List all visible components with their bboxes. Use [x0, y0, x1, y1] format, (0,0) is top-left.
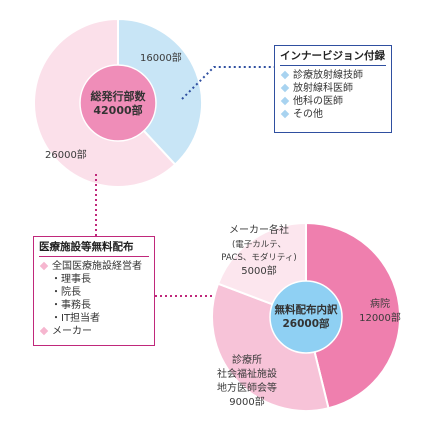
list-item: 診療放射線技師 [280, 69, 386, 82]
diamond-bullet-icon [39, 261, 49, 270]
list-item: その他 [280, 108, 386, 121]
clinic-label-3: 地方医師会等 [217, 381, 277, 394]
connector-top-to-inner-box [181, 66, 274, 100]
clinic-label-1: 診療所 [232, 353, 262, 366]
list-item-text: ・事務長 [51, 300, 91, 311]
diamond-bullet-icon [280, 109, 290, 118]
list-item-text: その他 [293, 109, 323, 120]
top-center-title: 総発行部数 [91, 89, 147, 103]
inner-vision-title: インナービジョン付録 [280, 49, 386, 66]
bottom-center-value: 26000部 [282, 317, 330, 330]
free-distribution-box: 医療施設等無料配布 全国医療施設経営者 ・理事長 ・院長 ・事務長 ・IT担当者… [33, 236, 155, 346]
diamond-bullet-icon [280, 70, 290, 79]
list-item-text: ・IT担当者 [51, 313, 101, 324]
hospital-label: 病院 [370, 297, 390, 310]
list-item-text: ・理事長 [51, 274, 91, 285]
list-item-text: ・院長 [51, 287, 81, 298]
diamond-bullet-icon [280, 83, 290, 92]
inner-vision-box: インナービジョン付録 診療放射線技師 放射線科医師 他科の医師 その他 [274, 45, 392, 133]
diamond-bullet-icon [39, 326, 49, 335]
maker-label-3: PACS、モダリティ) [221, 252, 296, 263]
list-item-text: 他科の医師 [293, 96, 343, 107]
maker-value: 5000部 [241, 264, 276, 277]
hospital-value: 12000部 [359, 311, 401, 324]
list-item: メーカー [39, 325, 149, 338]
bottom-pie-center-circle [269, 280, 343, 354]
free-distribution-title: 医療施設等無料配布 [39, 240, 149, 257]
bottom-pie-slice-hospital [305, 221, 401, 410]
maker-label-1: メーカー各社 [229, 223, 289, 236]
list-item-text: メーカー [52, 326, 92, 337]
bottom-center-title: 無料配布内訳 [275, 303, 338, 316]
list-item: ・IT担当者 [39, 312, 149, 325]
list-item: 放射線科医師 [280, 82, 386, 95]
list-item-text: 放射線科医師 [293, 83, 353, 94]
list-item: ・理事長 [39, 273, 149, 286]
maker-label-2: (電子カルテ、 [232, 240, 286, 250]
bottom-pie-chart: 無料配布内訳 26000部 病院 12000部 診療所 社会福祉施設 地方医師会… [211, 221, 401, 412]
top-pie-center-circle [79, 64, 157, 142]
top-pie-slice-16000 [117, 17, 203, 166]
list-item-text: 診療放射線技師 [293, 70, 363, 81]
clinic-label-2: 社会福祉施設 [217, 367, 277, 380]
list-item: ・事務長 [39, 299, 149, 312]
top-slice-label-26000: 26000部 [45, 148, 87, 161]
diamond-bullet-icon [280, 96, 290, 105]
top-pie-chart: 総発行部数 42000部 16000部 26000部 [33, 17, 203, 188]
inner-vision-list: 診療放射線技師 放射線科医師 他科の医師 その他 [280, 69, 386, 121]
top-center-value: 42000部 [93, 103, 142, 117]
list-item-text: 全国医療施設経営者 [52, 261, 142, 272]
list-item: 他科の医師 [280, 95, 386, 108]
top-slice-label-16000: 16000部 [140, 51, 182, 64]
list-item: 全国医療施設経営者 [39, 260, 149, 273]
clinic-value: 9000部 [229, 395, 264, 408]
free-distribution-list: 全国医療施設経営者 ・理事長 ・院長 ・事務長 ・IT担当者 メーカー [39, 260, 149, 338]
list-item: ・院長 [39, 286, 149, 299]
